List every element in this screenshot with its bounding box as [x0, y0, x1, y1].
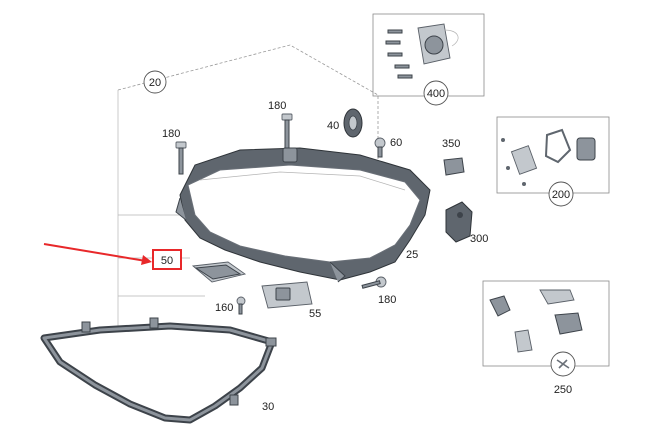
kit-box-400[interactable]: 400 — [372, 13, 485, 106]
callout-250-label: 250 — [554, 384, 572, 396]
callout-350-label: 350 — [442, 138, 460, 150]
callout-25-label: 25 — [406, 249, 418, 261]
bezel-frame-30[interactable]: 30 — [40, 317, 277, 424]
callout-30-label: 30 — [262, 401, 274, 413]
module-55[interactable]: 55 — [261, 281, 321, 320]
screw-180-left[interactable]: 180 — [162, 128, 187, 175]
callout-400-label: 400 — [427, 88, 445, 100]
grommet-40[interactable]: 40 — [327, 108, 363, 138]
callout-160-label: 160 — [215, 302, 233, 314]
callout-200-label: 200 — [552, 189, 570, 201]
kit-box-200[interactable]: 200 — [496, 116, 610, 207]
screw-180-top[interactable]: 180 — [268, 100, 293, 149]
screw-180-bottom[interactable]: 180 — [361, 276, 396, 306]
callout-180-top-label: 180 — [268, 100, 286, 112]
callout-180-bottom-label: 180 — [378, 294, 396, 306]
callout-50-highlight[interactable]: 50 — [152, 249, 182, 270]
headlamp-housing[interactable] — [175, 147, 431, 283]
screw-60[interactable]: 60 — [374, 137, 402, 158]
callout-55-label: 55 — [309, 308, 321, 320]
callout-20[interactable]: 20 — [143, 70, 167, 94]
screw-160[interactable]: 160 — [215, 296, 246, 315]
kit-box-250[interactable]: 250 — [482, 280, 610, 396]
kit-400-screws — [385, 29, 413, 79]
highlight-arrow — [43, 243, 152, 265]
callout-300-label: 300 — [470, 233, 488, 245]
cover-300[interactable]: 300 — [445, 201, 488, 245]
callout-60-label: 60 — [390, 137, 402, 149]
callout-20-label: 20 — [149, 77, 161, 89]
callout-25[interactable]: 25 — [406, 249, 418, 261]
callout-180-left-label: 180 — [162, 128, 180, 140]
callout-40-label: 40 — [327, 120, 339, 132]
control-unit-50[interactable] — [191, 261, 247, 283]
bracket-350[interactable]: 350 — [442, 138, 465, 176]
callout-50-label: 50 — [161, 255, 173, 267]
